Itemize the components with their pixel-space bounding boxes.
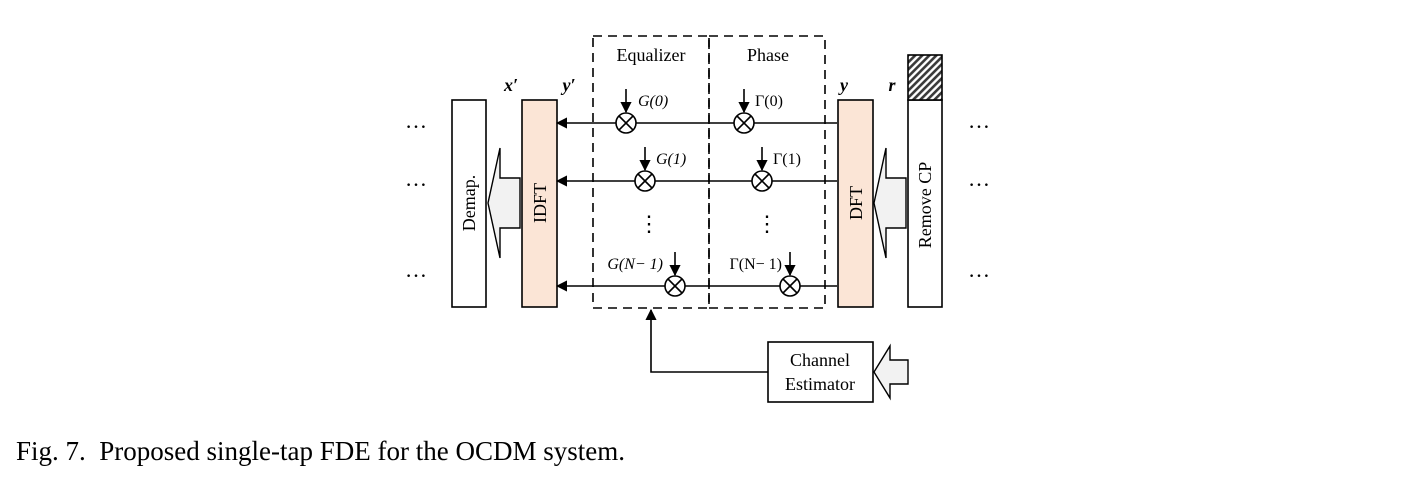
equalizer-label: Equalizer bbox=[617, 45, 686, 65]
tap-label-g0: G(0) bbox=[638, 93, 668, 110]
channel-estimator-label-line1: Channel bbox=[790, 350, 850, 370]
figure-caption: Fig. 7. Proposed single-tap FDE for the … bbox=[16, 436, 625, 466]
phase-label: Phase bbox=[747, 45, 789, 65]
signal-r: r bbox=[888, 75, 896, 95]
demap-label: Demap. bbox=[459, 175, 479, 231]
remove-cp-block bbox=[907, 99, 943, 308]
ellipsis-left-row-1: … bbox=[405, 166, 427, 191]
ellipsis-left-row-n-1: … bbox=[405, 257, 427, 282]
ocdm-fde-diagram: Equalizer Phase Demap. IDFT DFT Remove C… bbox=[405, 35, 990, 403]
vdots-phase: ⋮ bbox=[756, 211, 778, 236]
ellipsis-right-row-n-1: … bbox=[968, 257, 990, 282]
channel-estimator-label-line2: Estimator bbox=[785, 374, 855, 394]
tap-label-pN: Γ(N− 1) bbox=[730, 256, 782, 273]
signal-y-prime: y′ bbox=[560, 75, 575, 95]
multiplier-g1 bbox=[634, 170, 656, 192]
channel-estimator-block bbox=[767, 341, 874, 403]
multiplier-p1 bbox=[751, 170, 773, 192]
dft-block bbox=[837, 99, 874, 308]
tap-label-p0: Γ(0) bbox=[755, 93, 783, 110]
estimator-feedback-line bbox=[645, 308, 768, 373]
block-arrow-removecp-to-dft bbox=[873, 147, 907, 259]
demap-block bbox=[451, 99, 487, 308]
tap-label-gN: G(N− 1) bbox=[607, 256, 663, 273]
tap-label-g1: G(1) bbox=[656, 151, 686, 168]
multiplier-p0 bbox=[733, 112, 755, 134]
multiplier-pN bbox=[779, 275, 801, 297]
remove-cp-label: Remove CP bbox=[915, 162, 935, 249]
tap-label-p1: Γ(1) bbox=[773, 151, 801, 168]
signal-y: y bbox=[838, 75, 849, 95]
signal-x-prime: x′ bbox=[503, 75, 518, 95]
ellipsis-right-row-1: … bbox=[968, 166, 990, 191]
ellipsis-left-row-0: … bbox=[405, 108, 427, 133]
idft-label: IDFT bbox=[530, 183, 550, 223]
block-arrow-idft-to-demap bbox=[487, 147, 521, 259]
ellipsis-right-row-0: … bbox=[968, 108, 990, 133]
block-arrow-into-estimator bbox=[873, 343, 909, 401]
dft-label: DFT bbox=[846, 186, 866, 220]
cyclic-prefix-hatch bbox=[907, 54, 943, 101]
multiplier-gN bbox=[664, 275, 686, 297]
idft-block bbox=[521, 99, 558, 308]
vdots-equalizer: ⋮ bbox=[638, 211, 660, 236]
multiplier-g0 bbox=[615, 112, 637, 134]
